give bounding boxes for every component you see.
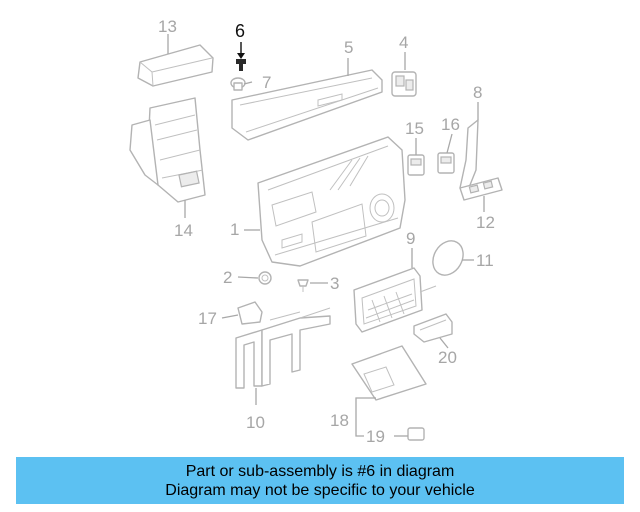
part-12-window-switch — [459, 177, 503, 201]
part-20-handle — [413, 313, 453, 343]
part-17-bracket — [237, 301, 263, 325]
part-13-trim — [137, 44, 214, 87]
part-14-pocket — [129, 97, 206, 203]
part-10-frame — [235, 307, 331, 389]
callout-16: 16 — [441, 115, 460, 134]
callout-7: 7 — [262, 73, 271, 92]
callout-labels: 13 6 7 5 4 8 15 16 12 14 1 9 11 2 3 17 2… — [158, 17, 495, 446]
part-7-cap — [230, 77, 246, 91]
part-2-fastener — [258, 271, 272, 285]
callout-13: 13 — [158, 17, 177, 36]
callout-18: 18 — [330, 411, 349, 430]
callout-2: 2 — [223, 268, 232, 287]
callout-11: 11 — [476, 251, 494, 270]
callout-6: 6 — [235, 21, 245, 41]
part-16-switch — [437, 152, 455, 174]
part-6-clip — [236, 42, 246, 71]
banner-line-2: Diagram may not be specific to your vehi… — [165, 481, 475, 499]
part-9-map-pocket — [353, 267, 437, 333]
info-banner: Part or sub-assembly is #6 in diagram Di… — [16, 457, 624, 504]
callout-8: 8 — [473, 83, 482, 102]
part-18-tray — [351, 345, 427, 401]
callout-15: 15 — [405, 119, 424, 138]
part-4-switch — [391, 71, 417, 97]
banner-line-1: Part or sub-assembly is #6 in diagram — [185, 462, 455, 480]
parts-diagram: 13 6 7 5 4 8 15 16 12 14 1 9 11 2 3 17 2… — [129, 17, 503, 446]
callout-9: 9 — [406, 229, 415, 248]
callout-3: 3 — [330, 274, 339, 293]
part-15-switch — [407, 154, 425, 176]
callout-1: 1 — [230, 220, 239, 239]
part-19-clip — [407, 427, 425, 441]
part-8-strip — [459, 119, 479, 191]
part-1-door-panel — [257, 136, 406, 267]
callout-17: 17 — [198, 309, 217, 328]
callout-19: 19 — [366, 427, 385, 446]
callout-20: 20 — [438, 348, 457, 367]
part-11-badge — [432, 240, 464, 276]
callout-14: 14 — [174, 221, 193, 240]
part-3-screw — [297, 279, 309, 292]
part-5-upper-trim — [231, 69, 383, 141]
callout-10: 10 — [246, 413, 265, 432]
callout-12: 12 — [476, 213, 495, 232]
callout-4: 4 — [399, 33, 408, 52]
callout-5: 5 — [344, 38, 353, 57]
leader-lines — [167, 34, 485, 437]
